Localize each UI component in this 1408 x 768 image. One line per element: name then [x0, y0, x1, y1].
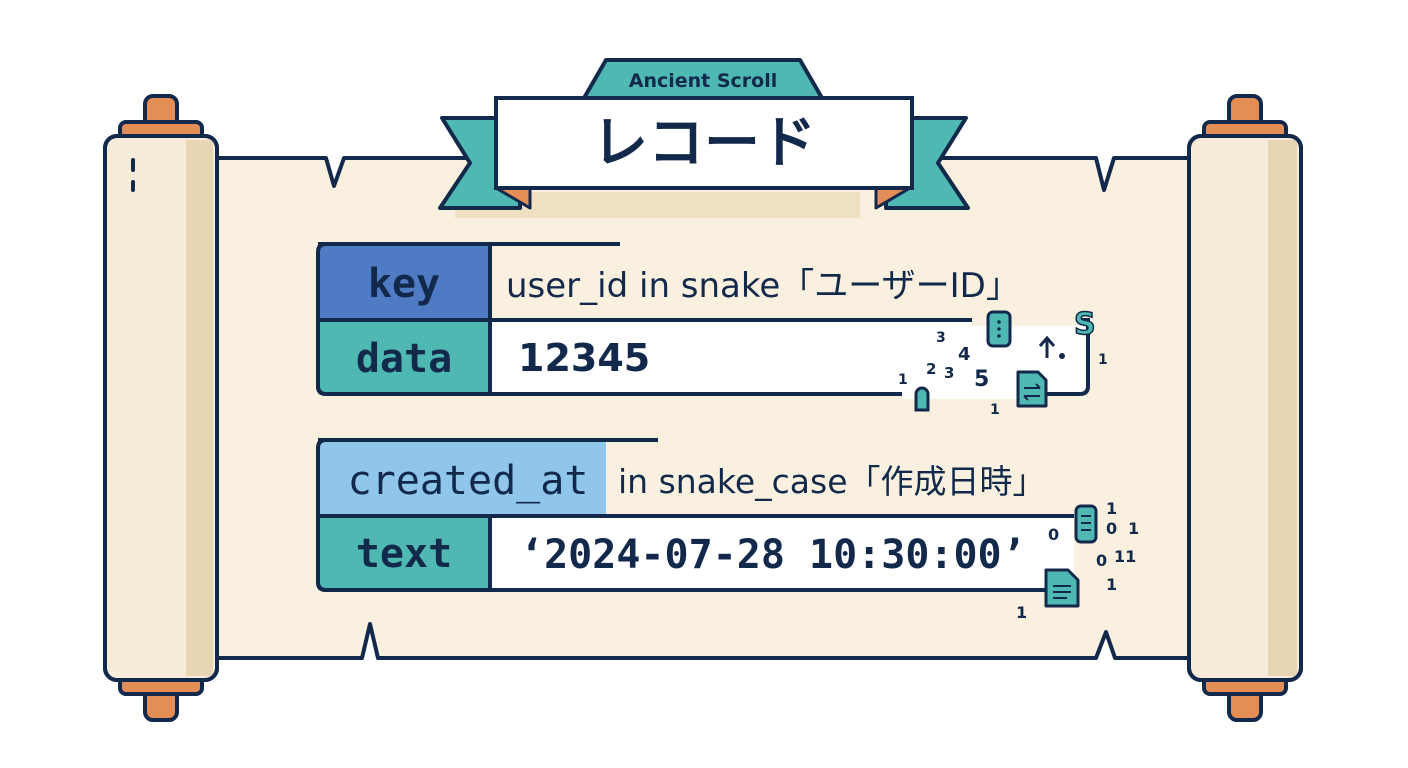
- record2-digit: 1: [1016, 603, 1027, 622]
- record1-digit: 3: [944, 364, 954, 382]
- record2-digit: 11: [1114, 547, 1136, 566]
- record1-type-cell: [318, 320, 490, 394]
- record2-digit: 0: [1106, 519, 1117, 538]
- right-roller: [1187, 94, 1303, 722]
- record1-key-cell: [316, 242, 492, 322]
- record1-type-label: data: [356, 336, 452, 382]
- record1-value: 12345: [518, 336, 650, 380]
- record2-name-text: in snake_case「作成日時」: [618, 462, 1046, 501]
- record-created-at: created_at in snake_case「作成日時」 text ‘202…: [316, 438, 1139, 622]
- record1-digit: 3: [936, 330, 946, 346]
- record2-digit: 0: [1096, 551, 1107, 570]
- record1-data-glyphs: S 3 4 2 3 5 1 1 1: [898, 306, 1108, 418]
- record1-s-glyph: S: [1074, 307, 1096, 342]
- record1-key-label: key: [368, 261, 440, 307]
- record1-digit: 2: [926, 360, 936, 378]
- record1-digit: 4: [958, 344, 971, 365]
- left-roller: [103, 94, 219, 722]
- record2-value: ‘2024-07-28 10:30:00’: [520, 532, 1026, 578]
- record1-lock-icon: [914, 386, 930, 412]
- title-banner: Ancient Scroll レコード: [438, 58, 970, 210]
- record2-key-cell: [318, 440, 606, 516]
- banner-title: レコード: [592, 111, 816, 176]
- record2-doc-icon: [1044, 568, 1080, 608]
- record-user-id: key user_id in snake「ユーザーID」 data 12345 …: [316, 242, 1108, 418]
- record2-key-label: created_at: [348, 458, 589, 504]
- record2-digit: 1: [1106, 499, 1117, 518]
- record1-digit: 5: [974, 367, 989, 392]
- record1-arrow-icon: [1038, 335, 1056, 358]
- record1-digit: 1: [990, 402, 1000, 418]
- record2-type-label: text: [356, 531, 452, 577]
- record1-gap-mask-bottom: [902, 389, 1022, 399]
- record2-type-cell: [318, 516, 490, 590]
- record1-digit: 1: [1098, 352, 1108, 368]
- record1-name-text: user_id in snake「ユーザーID」: [506, 266, 1020, 306]
- record2-data-glyphs: 0 1 0 1 0 11 1 1: [1016, 499, 1139, 622]
- record1-digit: 1: [898, 372, 908, 388]
- record2-digit: 1: [1106, 575, 1117, 594]
- record2-digit: 1: [1128, 519, 1139, 538]
- banner-subtitle: Ancient Scroll: [629, 70, 778, 92]
- record2-digit: 0: [1048, 525, 1059, 544]
- banner-title-box: [494, 96, 914, 190]
